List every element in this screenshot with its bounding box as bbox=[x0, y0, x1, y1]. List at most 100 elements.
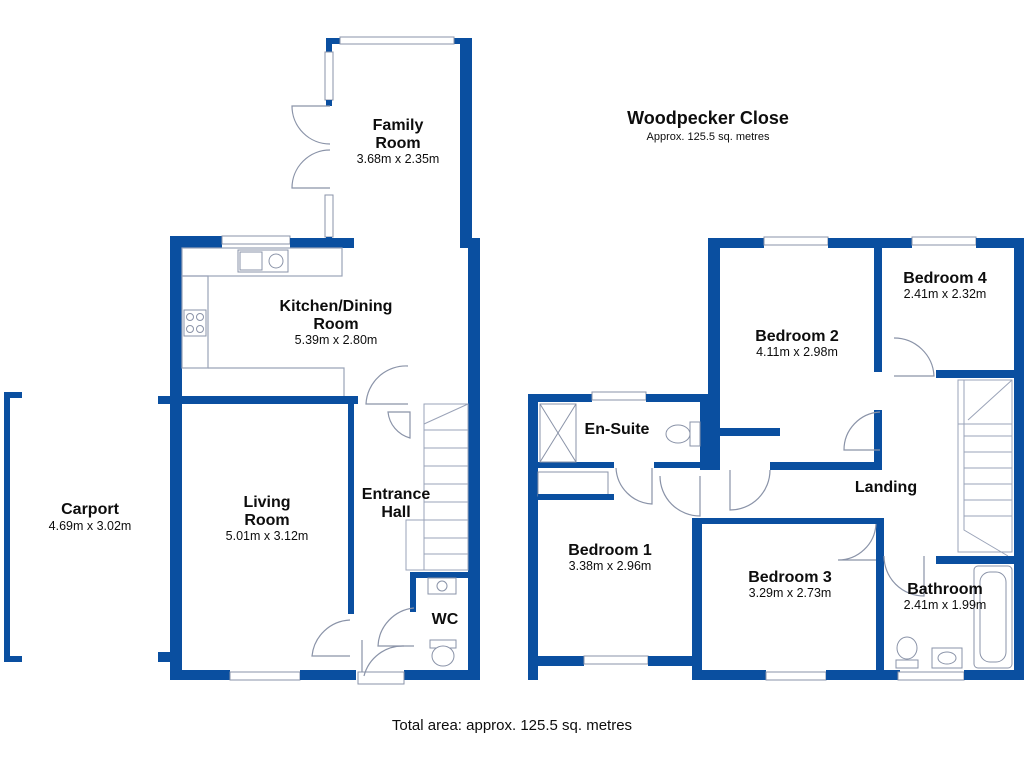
landing-stair-treads bbox=[958, 423, 1012, 517]
kitchen-dims: 5.39m x 2.80m bbox=[295, 333, 378, 347]
landing-stair-winder bbox=[967, 379, 1013, 421]
first-floor-top-wall-1 bbox=[708, 238, 764, 248]
bathroom-door bbox=[883, 555, 925, 597]
living-room-bottom-wall-right bbox=[300, 670, 356, 680]
bathroom-cistern bbox=[895, 659, 919, 669]
bedroom-1-bottom-wall-right bbox=[648, 656, 698, 666]
kitchen-left-wall bbox=[170, 236, 182, 402]
bedroom-3-top-wall bbox=[700, 518, 876, 524]
kitchen-worktop-left bbox=[181, 275, 209, 369]
entrance-hall-label-2: Hall bbox=[381, 504, 410, 521]
bedroom-1-door bbox=[659, 475, 701, 517]
carport-label: Carport bbox=[61, 501, 119, 518]
bedroom-4-window bbox=[911, 236, 977, 246]
living-room-label-1: Living bbox=[243, 494, 290, 511]
sink-drainer bbox=[239, 251, 263, 271]
family-room-label-1: Family bbox=[373, 117, 424, 134]
first-floor-top-wall-2 bbox=[828, 238, 912, 248]
bedroom-4-label: Bedroom 4 bbox=[903, 270, 987, 287]
bedroom-4-door bbox=[893, 337, 935, 377]
living-room-label-2: Room bbox=[244, 512, 289, 529]
bathroom-bottom-wall-right bbox=[964, 670, 1024, 680]
kitchen-window bbox=[221, 235, 291, 245]
en-suite-window bbox=[591, 391, 647, 401]
living-room-door bbox=[311, 619, 351, 657]
first-floor bbox=[528, 236, 1024, 681]
bedroom-1-top-wall bbox=[538, 494, 614, 500]
wc-left-wall bbox=[410, 572, 416, 612]
bedroom-4-bottom-wall bbox=[936, 370, 1024, 378]
bedroom-2-right-wall-lower bbox=[874, 410, 882, 470]
bath-tub-inner bbox=[979, 571, 1007, 663]
hob-ring bbox=[186, 313, 194, 321]
wc-basin-bowl bbox=[436, 580, 448, 592]
bathroom-bottom-wall-left bbox=[884, 670, 898, 680]
stair-treads bbox=[424, 429, 468, 555]
en-suite-toilet bbox=[665, 424, 691, 444]
kitchen-label-2: Room bbox=[313, 316, 358, 333]
hob-ring bbox=[186, 325, 194, 333]
family-room-top-window bbox=[339, 36, 455, 45]
family-room-french-door-lower bbox=[291, 149, 331, 189]
bedroom-3-dims: 3.29m x 2.73m bbox=[749, 586, 832, 600]
landing-label: Landing bbox=[855, 479, 917, 496]
family-room-french-door-upper bbox=[291, 105, 331, 145]
wc-top-wall bbox=[410, 572, 468, 578]
family-room-label-2: Room bbox=[375, 135, 420, 152]
en-suite-bottom-wall-right bbox=[654, 462, 716, 468]
bedroom-2-dims: 4.11m x 2.98m bbox=[756, 345, 838, 359]
bathroom-dims: 2.41m x 1.99m bbox=[904, 598, 987, 612]
ground-staircase bbox=[423, 403, 469, 571]
family-room-top-wall-left bbox=[326, 38, 340, 44]
living-room-window bbox=[229, 671, 301, 681]
carport-side-wall bbox=[4, 392, 10, 662]
bedroom-1-bottom-wall-left bbox=[528, 656, 584, 666]
entrance-hall-label-1: Entrance bbox=[362, 486, 431, 503]
bathroom-top-wall bbox=[936, 556, 1024, 564]
kitchen-hall-door bbox=[365, 365, 409, 405]
wc-toilet bbox=[431, 645, 455, 667]
understairs-door bbox=[387, 411, 411, 439]
total-area: Total area: approx. 125.5 sq. metres bbox=[392, 717, 632, 734]
living-room-top-wall bbox=[158, 396, 358, 404]
ground-floor bbox=[4, 36, 480, 685]
bedroom-1-label: Bedroom 1 bbox=[568, 542, 652, 559]
first-floor-right-wall bbox=[1014, 238, 1024, 680]
front-door bbox=[361, 640, 405, 677]
bathroom-basin-bowl bbox=[937, 651, 957, 665]
en-suite-corridor-wall bbox=[716, 428, 780, 436]
bedroom-3-bottom-wall-right bbox=[826, 670, 900, 680]
first-floor-top-wall-3 bbox=[976, 238, 1024, 248]
bedroom-2-label: Bedroom 2 bbox=[755, 328, 839, 345]
living-room-left-stub bbox=[158, 652, 170, 662]
family-room-side-window-lower bbox=[324, 194, 334, 238]
kitchen-hob bbox=[183, 309, 207, 337]
wc-label: WC bbox=[432, 611, 459, 628]
wc-bottom-wall bbox=[404, 670, 480, 680]
first-floor-left-wall bbox=[528, 394, 538, 680]
landing-staircase bbox=[957, 379, 1013, 553]
bedroom-2-right-wall bbox=[874, 248, 882, 372]
en-suite-top-wall-left bbox=[528, 394, 592, 402]
living-room-dims: 5.01m x 3.12m bbox=[226, 529, 309, 543]
shower-tray-lines bbox=[539, 403, 577, 463]
family-room-dims: 3.68m x 2.35m bbox=[357, 152, 440, 166]
bedroom-3-window bbox=[765, 671, 827, 681]
en-suite-top-wall-right bbox=[646, 394, 716, 402]
bedroom-1-right-wall bbox=[692, 518, 702, 680]
en-suite-right-wall bbox=[700, 394, 716, 470]
house-right-wall bbox=[468, 238, 480, 680]
living-room-right-wall bbox=[348, 404, 354, 614]
bathroom-window bbox=[897, 671, 965, 681]
family-room-right-wall bbox=[460, 38, 472, 246]
corridor-cupboard-door bbox=[729, 469, 771, 511]
stair-winder bbox=[423, 403, 469, 425]
bathroom-label: Bathroom bbox=[907, 581, 983, 598]
stair-cupboard bbox=[405, 519, 425, 571]
landing-banister bbox=[963, 380, 1009, 557]
wc-door bbox=[377, 607, 415, 647]
en-suite-bottom-wall bbox=[538, 462, 614, 468]
bedroom-3-bottom-wall-left bbox=[692, 670, 766, 680]
bedroom-3-right-wall bbox=[876, 518, 884, 680]
